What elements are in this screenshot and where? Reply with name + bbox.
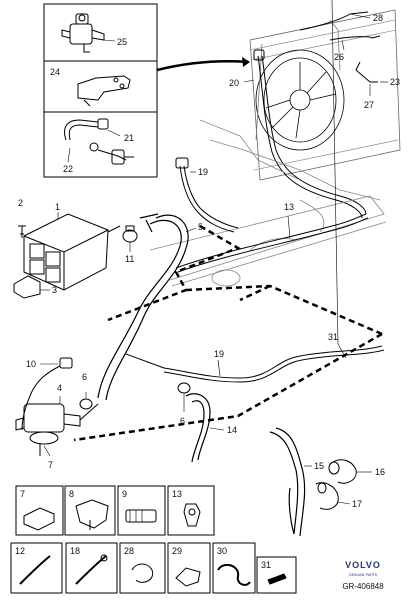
parts-cell-30: 30 (212, 542, 256, 594)
inset-box-24: 24 (43, 60, 158, 113)
callout-11: 11 (125, 254, 134, 264)
hose-15 (269, 427, 306, 537)
parts-cell-label-13: 13 (172, 489, 182, 499)
callout-15: 15 (314, 461, 324, 471)
parts-cell-label-31: 31 (261, 560, 271, 570)
parts-cell-12: 12 (10, 542, 63, 594)
parts-cell-8: 8 (64, 485, 116, 536)
inset-pointer-arrow (156, 57, 250, 72)
assembly-boundary-dashed (73, 224, 383, 442)
parts-cell-label-30: 30 (217, 546, 227, 556)
radiator-pipe-group (257, 11, 381, 219)
parts-cell-28: 28 (119, 542, 166, 594)
screw-2 (18, 225, 26, 238)
parts-cell-18: 18 (65, 542, 118, 594)
callout-5: 5 (198, 222, 203, 232)
parts-cell-label-29: 29 (172, 546, 182, 556)
parts-cell-13: 13 (167, 485, 215, 536)
callout-19-lower: 19 (214, 349, 224, 359)
callout-31: 31 (328, 332, 338, 342)
connector-10 (21, 357, 73, 431)
hose-17 (315, 482, 339, 510)
clamp-16 (328, 459, 357, 484)
pipe-19-upper (175, 157, 239, 233)
callout-16: 16 (375, 467, 385, 477)
callout-14: 14 (227, 425, 237, 435)
inset-box-25: 25 (43, 3, 158, 62)
pipe-19-lower (125, 345, 385, 383)
parts-cell-label-12: 12 (15, 546, 25, 556)
parts-cell-label-8: 8 (69, 489, 74, 499)
callout-27: 27 (364, 100, 374, 110)
diagram-reference-number: GR-406848 (342, 582, 384, 591)
brand-name: VOLVO (345, 560, 381, 570)
callout-13: 13 (284, 202, 294, 212)
hose-connector-sketch (64, 118, 134, 165)
callout-26: 26 (334, 52, 344, 62)
callout-1: 1 (55, 202, 60, 212)
parts-cell-label-9: 9 (122, 489, 127, 499)
callout-20: 20 (229, 78, 239, 88)
hose-14 (185, 393, 211, 463)
parts-cell-31: 31 (256, 556, 297, 594)
callout-28: 28 (373, 13, 383, 23)
callout-19-upper: 19 (198, 167, 208, 177)
callout-24: 24 (50, 67, 60, 77)
volvo-logo: VOLVO GENUINE PARTS (345, 560, 381, 577)
parts-cell-9: 9 (117, 485, 166, 536)
parts-cell-label-7: 7 (20, 489, 25, 499)
callout-3: 3 (52, 285, 57, 295)
parts-cell-7: 7 (15, 485, 64, 536)
pipe-13 (175, 213, 369, 273)
callout-7: 7 (48, 460, 53, 470)
callout-17: 17 (352, 499, 362, 509)
purge-valve-sketch (61, 13, 105, 53)
callout-10: 10 (26, 359, 36, 369)
callout-6-center: 6 (180, 416, 185, 426)
parts-cell-label-28: 28 (124, 546, 134, 556)
parts-cell-29: 29 (167, 542, 211, 594)
parts-cell-label-18: 18 (70, 546, 80, 556)
callout-4: 4 (57, 383, 62, 393)
vehicle-subframe (149, 119, 387, 287)
bracket-sketch (77, 75, 131, 107)
callout-23: 23 (390, 77, 400, 87)
clamp-11 (122, 225, 138, 243)
parts-grid-row-1: 7 8 9 13 (15, 485, 215, 536)
bracket-3 (13, 275, 41, 299)
callout-2: 2 (18, 198, 23, 208)
callout-21: 21 (124, 133, 134, 143)
connector-20 (253, 49, 265, 61)
parts-grid-row-2: 12 18 28 29 30 31 (10, 542, 297, 594)
callout-6-left: 6 (82, 372, 87, 382)
callout-25: 25 (117, 37, 127, 47)
callout-22: 22 (63, 164, 73, 174)
purge-valve-4 (15, 403, 99, 456)
clamp-6-center (177, 382, 191, 394)
inset-box-21-22: 21 22 (43, 111, 158, 178)
brand-tagline: GENUINE PARTS (349, 573, 378, 577)
evap-canister (23, 213, 121, 291)
clamp-6-left (79, 398, 93, 410)
hose-5 (97, 213, 189, 401)
